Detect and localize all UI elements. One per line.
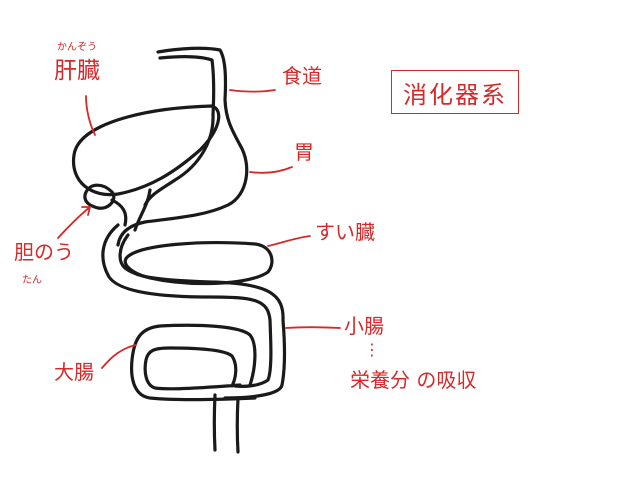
liver-outline <box>72 104 221 197</box>
esophagus-label: 食道 <box>282 64 322 88</box>
nutrient-absorption-label: 栄養分 の吸収 <box>350 368 477 392</box>
gallbladder-label: 胆のう <box>14 240 74 264</box>
large-intestine-inner <box>143 346 242 391</box>
esophagus-pointer <box>229 89 276 93</box>
small-intestine-inner <box>233 318 273 388</box>
small-intestine-pointer <box>285 326 341 329</box>
liver-label: 肝臓 <box>54 58 100 84</box>
bile-duct <box>110 198 128 227</box>
esophagus-inner <box>158 55 216 117</box>
stomach-outline <box>116 143 249 247</box>
gallbladder-pointer <box>57 206 92 239</box>
stomach-label: 胃 <box>294 140 314 164</box>
rectum-right <box>235 396 240 454</box>
large-intestine-outer <box>129 323 257 402</box>
pancreas-pointer <box>267 235 311 247</box>
stomach-inner <box>143 113 215 207</box>
diagram-title: 消化器系 <box>391 70 519 114</box>
ellipsis-mark: ⋮ <box>364 340 380 359</box>
bile-duct-2 <box>133 188 152 232</box>
gallbladder-outline <box>83 183 116 210</box>
large-intestine-pointer <box>101 344 137 369</box>
liver-pointer <box>85 95 96 136</box>
stomach-pointer <box>249 166 293 174</box>
pancreas-label: すい臓 <box>315 220 375 244</box>
large-intestine-label: 大腸 <box>54 360 94 384</box>
gallbladder-reading: たん <box>22 275 42 286</box>
esophagus-outline <box>156 46 242 147</box>
liver-reading: かんぞう <box>57 42 97 53</box>
small-intestine-label: 小腸 <box>344 314 384 338</box>
duodenum-outer <box>101 223 272 322</box>
rectum-left <box>212 393 217 452</box>
pancreas-outline <box>123 241 274 286</box>
